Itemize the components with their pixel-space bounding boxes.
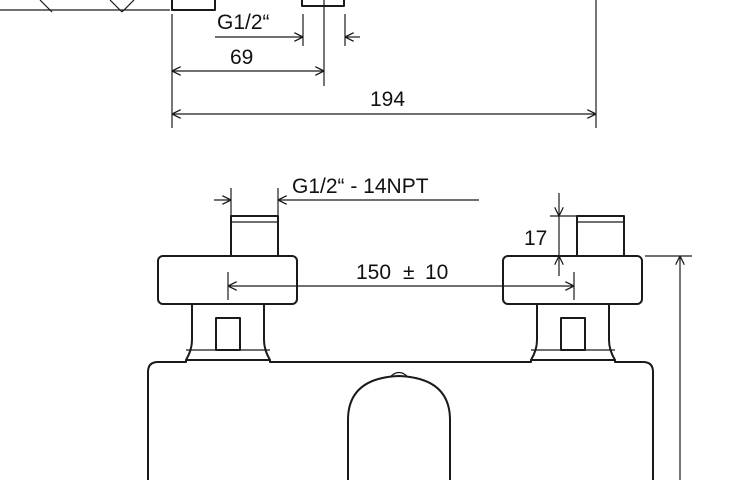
front-view: G1/2“ - 14NPT 150 ± 10 (147, 175, 692, 480)
top-view-body-fragment (171, 0, 216, 11)
dimension-label-150: 150 (356, 261, 391, 284)
top-left-dimension-lines (0, 0, 170, 13)
right-connector-bore (560, 317, 586, 351)
dimension-label-17: 17 (524, 227, 547, 250)
right-connector (502, 215, 643, 361)
left-connector-neck (185, 304, 271, 361)
dimension-tolerance-symbol: ± (403, 261, 415, 284)
control-knob-cap (389, 371, 409, 378)
dimension-label-10: 10 (425, 261, 448, 284)
left-connector-nut (157, 255, 298, 305)
left-connector (157, 215, 298, 361)
dimension-label-194: 194 (370, 88, 405, 111)
top-thread-label: G1/2“ (217, 11, 270, 34)
dimension-label-69: 69 (230, 46, 253, 69)
mixer-body (147, 359, 654, 480)
left-connector-bore (215, 317, 241, 351)
control-knob (347, 375, 451, 480)
npt-thread-label: G1/2“ - 14NPT (292, 175, 429, 198)
top-view: G1/2“ 69 194 (0, 0, 597, 128)
right-connector-nut (502, 255, 643, 305)
right-connector-neck (530, 304, 616, 361)
top-view-inlet-fragment (301, 0, 345, 7)
